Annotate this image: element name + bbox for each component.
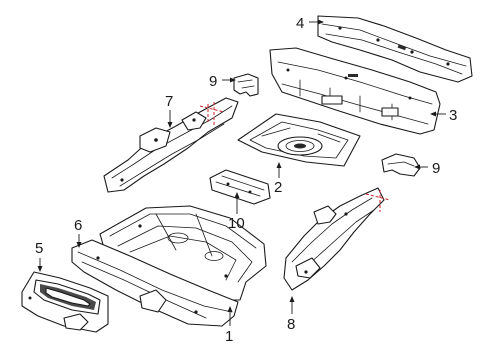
part-5-rocker-end-panel xyxy=(21,271,109,333)
callout-6: 6 xyxy=(74,217,82,234)
part-9-bracket-upper xyxy=(233,73,259,97)
part-7-rear-side-member-left xyxy=(103,97,239,193)
callout-2: 2 xyxy=(274,179,282,196)
callout-4: 4 xyxy=(296,15,304,32)
cut-lines xyxy=(199,102,391,212)
part-8-rear-side-member-right xyxy=(283,187,385,291)
callout-5: 5 xyxy=(35,240,43,257)
part-10-crossmember-bracket xyxy=(209,169,271,205)
part-2-rear-floor-pan xyxy=(237,113,361,167)
callout-8: 8 xyxy=(287,316,295,333)
cut-line-left-member xyxy=(199,102,225,126)
callout-9-right: 9 xyxy=(432,160,440,177)
part-9-bracket-right xyxy=(381,153,421,177)
callout-3: 3 xyxy=(449,107,457,124)
callout-1: 1 xyxy=(225,328,233,345)
part-6-floor-side-member xyxy=(71,239,239,327)
callout-7: 7 xyxy=(165,93,173,110)
cut-line-right-member xyxy=(365,190,391,212)
callout-10: 10 xyxy=(228,215,245,232)
leader-lines xyxy=(37,19,446,326)
callout-labels: 4 3 9 9 7 2 10 1 8 6 5 xyxy=(35,15,457,345)
part-4-rear-panel-upper xyxy=(317,15,473,83)
part-1-floor-pan xyxy=(99,205,267,301)
part-3-rear-panel xyxy=(269,47,441,135)
callout-9-upper: 9 xyxy=(209,73,217,90)
